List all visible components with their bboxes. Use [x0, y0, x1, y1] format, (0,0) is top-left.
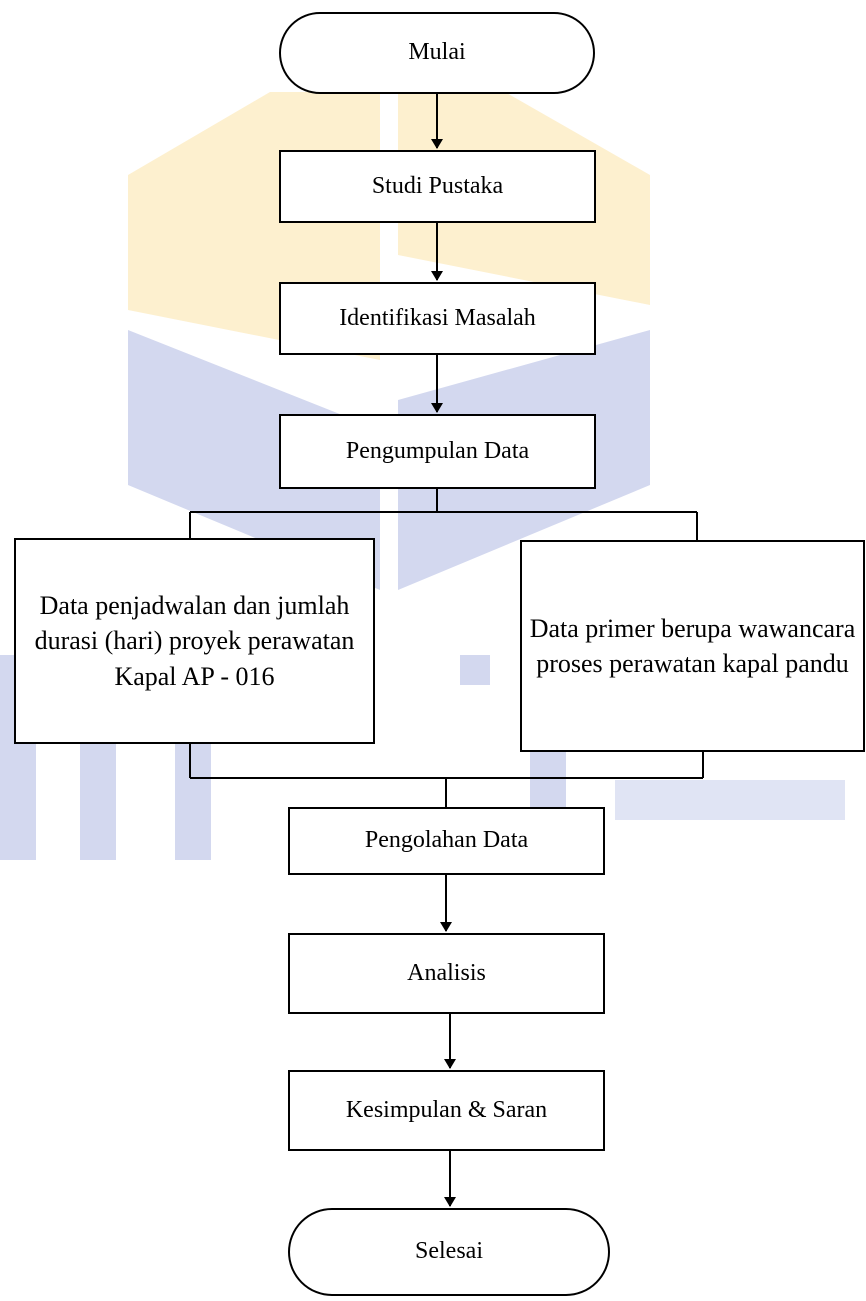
primary-data-box: Data primer berupa wawancara proses pera…	[520, 540, 865, 752]
data-processing-box: Pengolahan Data	[288, 807, 605, 875]
end-terminal: Selesai	[288, 1208, 610, 1296]
secondary-data-box: Data penjadwalan dan jumlah durasi (hari…	[14, 538, 375, 744]
analysis-box: Analisis	[288, 933, 605, 1014]
start-label: Mulai	[408, 39, 466, 66]
start-terminal: Mulai	[279, 12, 595, 94]
problem-identification-box: Identifikasi Masalah	[279, 282, 596, 355]
problem-identification-label: Identifikasi Masalah	[339, 304, 536, 331]
end-label: Selesai	[415, 1238, 483, 1265]
analysis-label: Analisis	[407, 959, 486, 986]
literature-study-label: Studi Pustaka	[371, 172, 504, 199]
conclusion-box: Kesimpulan & Saran	[288, 1070, 605, 1151]
data-collection-label: Pengumpulan Data	[345, 437, 530, 464]
secondary-data-label: Data penjadwalan dan jumlah durasi (hari…	[34, 591, 355, 691]
data-processing-label: Pengolahan Data	[364, 827, 529, 854]
data-collection-box: Pengumpulan Data	[279, 414, 596, 489]
literature-study-box: Studi Pustaka	[279, 150, 596, 223]
conclusion-label: Kesimpulan & Saran	[345, 1096, 548, 1123]
primary-data-label: Data primer berupa wawancara proses pera…	[529, 613, 856, 678]
